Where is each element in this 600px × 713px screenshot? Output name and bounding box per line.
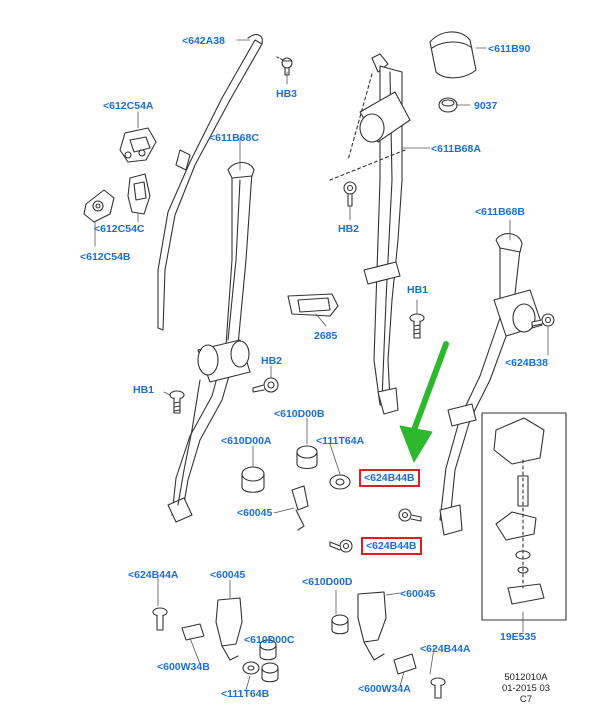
detail-19e535 — [481, 412, 567, 621]
callout-60045-bot[interactable]: <60045 — [210, 569, 246, 581]
washer-111t64a — [329, 474, 351, 490]
hb3-bolt — [276, 56, 293, 76]
callout-2685[interactable]: 2685 — [314, 330, 338, 342]
washer-111t64b — [242, 661, 260, 675]
buckle-60045-mid — [291, 485, 309, 531]
callout-611b68c[interactable]: <611B68C — [209, 132, 259, 144]
callout-611b68a[interactable]: <611B68A — [431, 143, 481, 155]
callout-600w34a[interactable]: <600W34A — [358, 683, 411, 695]
washer-600w34a — [393, 653, 417, 675]
callout-60045-mid[interactable]: <60045 — [237, 507, 273, 519]
spacer-bottom-2 — [261, 662, 279, 683]
bolt-624b44b-1 — [398, 508, 422, 522]
cover-611b90 — [429, 31, 477, 79]
clip-612c54a — [119, 127, 157, 163]
hb1-left-bolt — [169, 390, 185, 414]
right-retractor — [493, 289, 543, 337]
spacer-610d00c — [259, 639, 277, 661]
callout-hb1-right[interactable]: HB1 — [407, 284, 429, 296]
reference-number: 5012010A — [504, 672, 548, 683]
buckle-60045-right — [357, 591, 387, 661]
leader-lines — [94, 39, 549, 691]
callout-hb1-left[interactable]: HB1 — [133, 384, 155, 396]
hb2-mid-bolt — [252, 377, 279, 393]
callout-611b90[interactable]: <611B90 — [488, 43, 531, 55]
bolt-624b44a-right — [430, 677, 446, 699]
callout-610d00a[interactable]: <610D00A — [221, 435, 272, 447]
callout-hb2-mid[interactable]: HB2 — [261, 355, 283, 367]
callout-611b68b[interactable]: <611B68B — [475, 206, 525, 218]
left-retractor — [197, 339, 251, 383]
callout-111t64a[interactable]: <111T64A — [316, 435, 365, 447]
callout-624b44b-highlighted-2[interactable]: <624B44B — [361, 537, 422, 555]
hb2-top-bolt — [343, 181, 357, 207]
drawing-reference: 5012010A 01-2015 03 C7 — [494, 672, 558, 705]
spacer-610d00d — [331, 614, 349, 635]
reference-date: 01-2015 03 — [501, 683, 551, 694]
callout-hb3[interactable]: HB3 — [276, 88, 298, 100]
plug-9037 — [438, 97, 458, 113]
callout-624b44a-right[interactable]: <624B44A — [420, 643, 471, 655]
callout-hb2-top[interactable]: HB2 — [338, 223, 360, 235]
buckle-60045-bot — [215, 597, 243, 661]
callout-610d00d[interactable]: <610D00D — [302, 576, 353, 588]
pointer-arrow — [399, 341, 449, 463]
callout-600w34b[interactable]: <600W34B — [157, 661, 210, 673]
callout-19e535[interactable]: 19E535 — [500, 631, 537, 643]
clip-612c54b — [83, 189, 115, 223]
clip-612c54c — [127, 173, 151, 215]
spacer-610d00a — [241, 466, 265, 493]
bolt-624b44b-2 — [329, 539, 353, 553]
washer-600w34b — [181, 623, 205, 641]
spacer-610d00b — [296, 445, 318, 470]
callout-624b44b-highlighted-1[interactable]: <624B44B — [359, 469, 420, 487]
callout-9037[interactable]: 9037 — [474, 100, 498, 112]
reference-code: C7 — [519, 694, 533, 705]
callout-612c54c[interactable]: <612C54C — [94, 223, 145, 235]
callout-624b38[interactable]: <624B38 — [505, 357, 548, 369]
bolt-624b44a-left — [152, 607, 168, 631]
callout-111t64b[interactable]: <111T64B — [221, 688, 270, 700]
callout-60045-right[interactable]: <60045 — [400, 588, 436, 600]
hb1-right-bolt — [409, 313, 425, 339]
guide-2685 — [287, 293, 339, 317]
callout-610d00b[interactable]: <610D00B — [274, 408, 325, 420]
callout-612c54b[interactable]: <612C54B — [80, 251, 131, 263]
upper-guide-strap — [157, 39, 263, 331]
callout-642a38[interactable]: <642A38 — [182, 35, 225, 47]
callout-610d00c[interactable]: <610D00C — [244, 634, 295, 646]
callout-624b44a-left[interactable]: <624B44A — [128, 569, 179, 581]
callout-612c54a[interactable]: <612C54A — [103, 100, 154, 112]
center-retractor — [359, 91, 411, 143]
